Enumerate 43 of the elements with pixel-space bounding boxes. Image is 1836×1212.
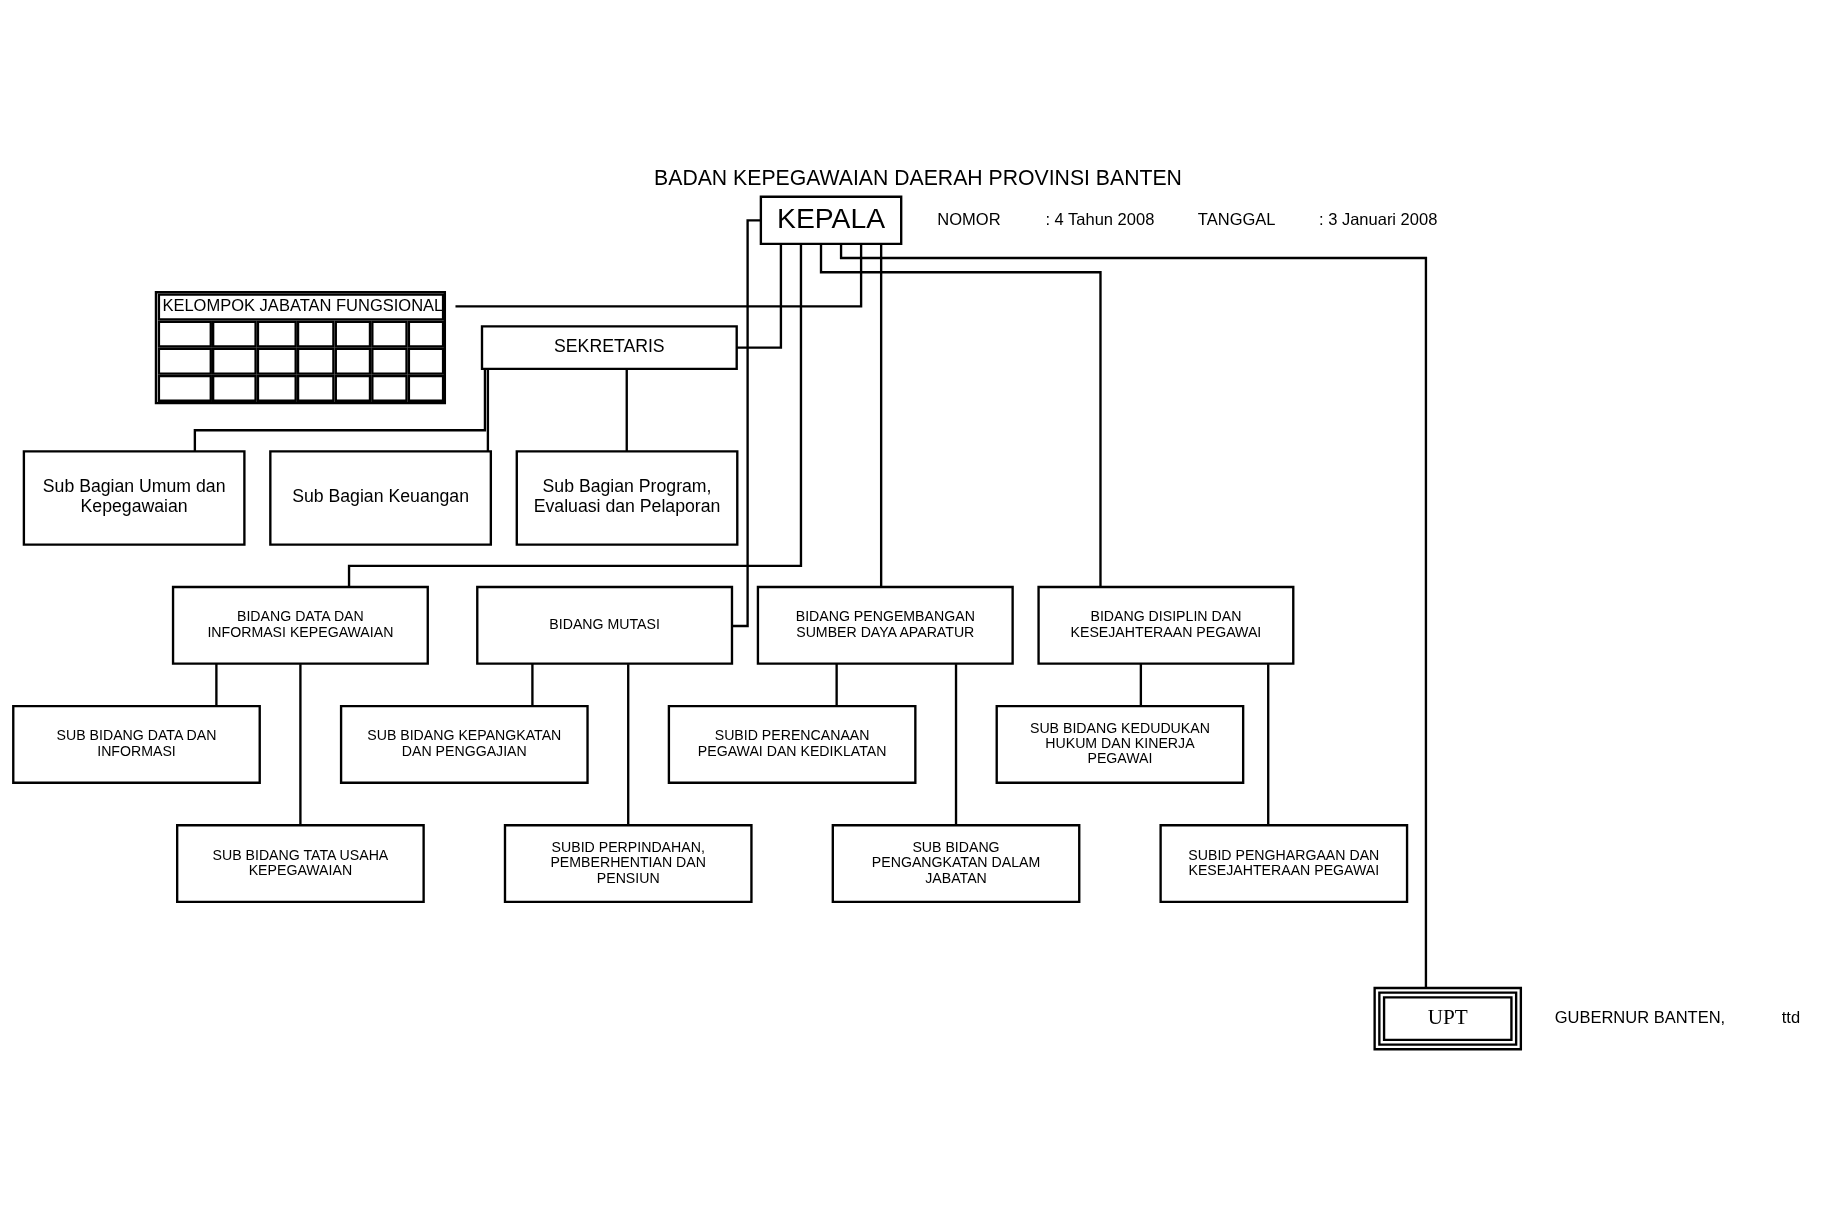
connector <box>819 243 1102 587</box>
diagram-title: BADAN KEPEGAWAIAN DAERAH PROVINSI BANTEN <box>654 165 1182 189</box>
node-box: BIDANG MUTASI <box>476 585 734 665</box>
connector <box>1139 663 1143 706</box>
connector <box>839 243 1428 988</box>
connector <box>193 368 487 451</box>
node-box: BIDANG PENGEMBANGAN SUMBER DAYA APARATUR <box>756 585 1014 665</box>
node-box: Sub Bagian Program, Evaluasi dan Pelaporan <box>515 449 739 546</box>
connector <box>879 243 883 587</box>
label: ttd <box>1781 1007 1801 1026</box>
connector <box>215 663 218 706</box>
connector <box>627 663 630 825</box>
node-box: SUB BIDANG DATA DAN INFORMASI <box>12 704 261 784</box>
node-box: SUBID PERENCANAAN PEGAWAI DAN KEDIKLATAN <box>667 704 917 784</box>
connector <box>531 663 534 706</box>
node-box: KEPALA <box>759 195 903 245</box>
connector <box>455 243 863 308</box>
connector <box>1267 663 1270 825</box>
node-box: SEKRETARIS <box>480 324 738 370</box>
connector <box>486 368 490 451</box>
label: GUBERNUR BANTEN, <box>1554 1007 1726 1026</box>
label: NOMOR <box>937 209 1001 228</box>
connector <box>299 663 302 825</box>
node-box: SUBID PENGHARGAAN DAN KESEJAHTERAAN PEGAWAI <box>1159 823 1409 903</box>
connector <box>835 663 838 706</box>
label: TANGGAL <box>1197 209 1276 228</box>
connector <box>736 243 783 349</box>
label: : 3 Januari 2008 <box>1319 209 1438 228</box>
node-box: BIDANG DISIPLIN DAN KESEJAHTERAAN PEGAWAI <box>1037 585 1295 665</box>
connector <box>625 368 628 451</box>
connector <box>732 218 761 627</box>
node-box: Sub Bagian Umum dan Kepegawaian <box>22 449 246 546</box>
node-box: SUB BIDANG KEDUDUKAN HUKUM DAN KINERJA PEGAWAI <box>995 704 1245 784</box>
node-box: SUB BIDANG TATA USAHA KEPEGAWAIAN <box>176 823 425 903</box>
node-box: SUB BIDANG KEPANGKATAN DAN PENGGAJIAN <box>339 704 589 784</box>
node-box: UPT <box>1373 986 1523 1050</box>
node-box: Sub Bagian Keuangan <box>269 449 492 546</box>
node-box: BIDANG DATA DAN INFORMASI KEPEGAWAIAN <box>171 585 429 665</box>
connector <box>347 243 803 587</box>
connector <box>954 663 958 825</box>
node-box: SUB BIDANG PENGANGKATAN DALAM JABATAN <box>831 823 1081 903</box>
label: : 4 Tahun 2008 <box>1045 209 1155 228</box>
node-box: SUBID PERPINDAHAN, PEMBERHENTIAN DAN PENSIUN <box>503 823 753 903</box>
